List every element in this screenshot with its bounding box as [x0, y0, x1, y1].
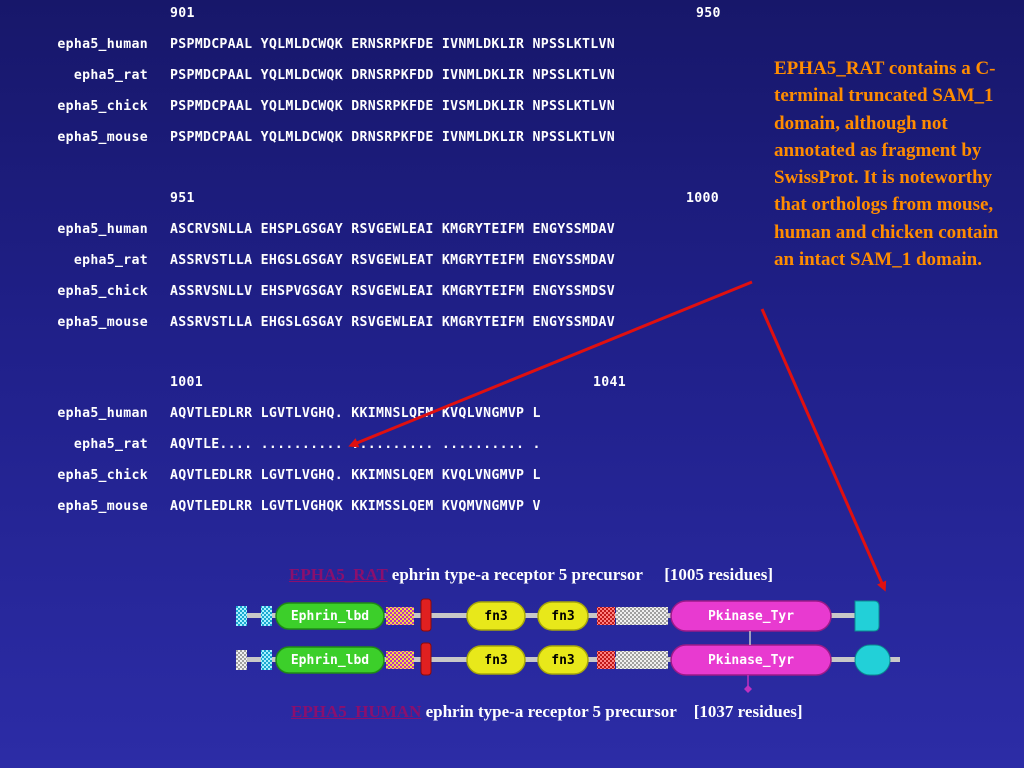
position-start: 901	[170, 6, 195, 21]
sequence-row: AQVTLE.... .......... .......... .......…	[170, 437, 541, 452]
kinase-domain-label: Pkinase_Tyr	[708, 653, 794, 668]
rat-length: [1005 residues]	[664, 565, 773, 584]
human-protein-link[interactable]: EPHA5_HUMAN	[291, 702, 422, 721]
human-length: [1037 residues]	[693, 702, 803, 721]
site-marker-icon	[744, 685, 752, 693]
arrow-to-sam-domain	[760, 308, 887, 592]
kinase-domain-label: Pkinase_Tyr	[708, 609, 794, 624]
signal-peptide-segment	[236, 606, 247, 626]
fn3-domain-1-label: fn3	[484, 653, 507, 668]
low-complexity-segment	[261, 606, 272, 626]
coiled-segment	[386, 607, 414, 625]
low-complexity-segment	[597, 607, 615, 625]
fn3-domain-2	[537, 601, 589, 631]
low-complexity-segment	[597, 651, 615, 669]
position-end: 1000	[686, 191, 719, 206]
rat-description: ephrin type-a receptor 5 precursor	[391, 565, 643, 584]
position-start: 1001	[170, 375, 203, 390]
kinase-domain	[670, 644, 832, 676]
fn3-domain-2-label: fn3	[551, 609, 574, 624]
disorder-segment	[616, 651, 668, 669]
species-label: epha5_mouse	[57, 315, 148, 330]
fn3-domain-1	[466, 645, 526, 675]
species-label: epha5_mouse	[57, 499, 148, 514]
position-end: 950	[696, 6, 721, 21]
species-label: epha5_rat	[73, 68, 148, 83]
position-end: 1041	[593, 375, 626, 390]
species-label: epha5_mouse	[57, 130, 148, 145]
species-label: epha5_chick	[57, 284, 148, 299]
annotation-note: EPHA5_RAT contains a C-terminal truncate…	[774, 58, 999, 271]
sequence-row: PSPMDCPAAL YQLMLDCWQK DRNSRPKFDE IVSMLDK…	[170, 99, 615, 114]
truncated-sam-domain	[854, 600, 880, 632]
arrow-to-truncation	[348, 280, 753, 448]
species-label: epha5_chick	[57, 99, 148, 114]
sequence-row: AQVTLEDLRR LGVTLVGHQK KKIMSSLQEM KVQMVNG…	[170, 499, 541, 514]
human-caption: EPHA5_HUMAN ephrin type-a receptor 5 pre…	[291, 702, 803, 722]
ephrin-domain	[275, 602, 385, 630]
species-label: epha5_rat	[73, 437, 148, 452]
ephrin-domain	[275, 646, 385, 674]
ephrin-domain-label: Ephrin_lbd	[291, 609, 369, 624]
low-complexity-segment	[261, 650, 272, 670]
sequence-row: AQVTLEDLRR LGVTLVGHQ. KKIMNSLQEM KVQLVNG…	[170, 406, 541, 421]
species-label: epha5_human	[57, 406, 148, 421]
fn3-domain-1	[466, 601, 526, 631]
sequence-row: PSPMDCPAAL YQLMLDCWQK DRNSRPKFDE IVNMLDK…	[170, 130, 615, 145]
sequence-row: ASCRVSNLLA EHSPLGSGAY RSVGEWLEAI KMGRYTE…	[170, 222, 615, 237]
rat-caption: EPHA5_RAT ephrin type-a receptor 5 precu…	[289, 565, 773, 585]
transmembrane-segment	[420, 598, 432, 632]
species-label: epha5_chick	[57, 468, 148, 483]
rat-domain-track: Ephrin_lbd fn3 fn3 Pkinase_Tyr	[236, 598, 880, 632]
human-domain-track: Ephrin_lbd fn3 fn3 Pkinase_Tyr	[236, 642, 900, 693]
position-start: 951	[170, 191, 195, 206]
transmembrane-segment	[420, 642, 432, 676]
sequence-row: PSPMDCPAAL YQLMLDCWQK ERNSRPKFDE IVNMLDK…	[170, 37, 615, 52]
coiled-segment	[386, 651, 414, 669]
sam-domain	[854, 644, 891, 676]
signal-peptide-segment	[236, 650, 247, 670]
kinase-domain	[670, 600, 832, 632]
fn3-domain-1-label: fn3	[484, 609, 507, 624]
sequence-row: ASSRVSNLLV EHSPVGSGAY RSVGEWLEAI KMGRYTE…	[170, 284, 615, 299]
species-label: epha5_human	[57, 37, 148, 52]
sequence-row: ASSRVSTLLA EHGSLGSGAY RSVGEWLEAI KMGRYTE…	[170, 315, 615, 330]
fn3-domain-2	[537, 645, 589, 675]
sequence-row: ASSRVSTLLA EHGSLGSGAY RSVGEWLEAT KMGRYTE…	[170, 253, 615, 268]
sequence-row: PSPMDCPAAL YQLMLDCWQK DRNSRPKFDD IVNMLDK…	[170, 68, 615, 83]
species-label: epha5_human	[57, 222, 148, 237]
disorder-segment	[616, 607, 668, 625]
sequence-row: AQVTLEDLRR LGVTLVGHQ. KKIMNSLQEM KVQLVNG…	[170, 468, 541, 483]
human-description: ephrin type-a receptor 5 precursor	[425, 702, 677, 721]
fn3-domain-2-label: fn3	[551, 653, 574, 668]
ephrin-domain-label: Ephrin_lbd	[291, 653, 369, 668]
rat-protein-link[interactable]: EPHA5_RAT	[289, 565, 388, 584]
species-label: epha5_rat	[73, 253, 148, 268]
